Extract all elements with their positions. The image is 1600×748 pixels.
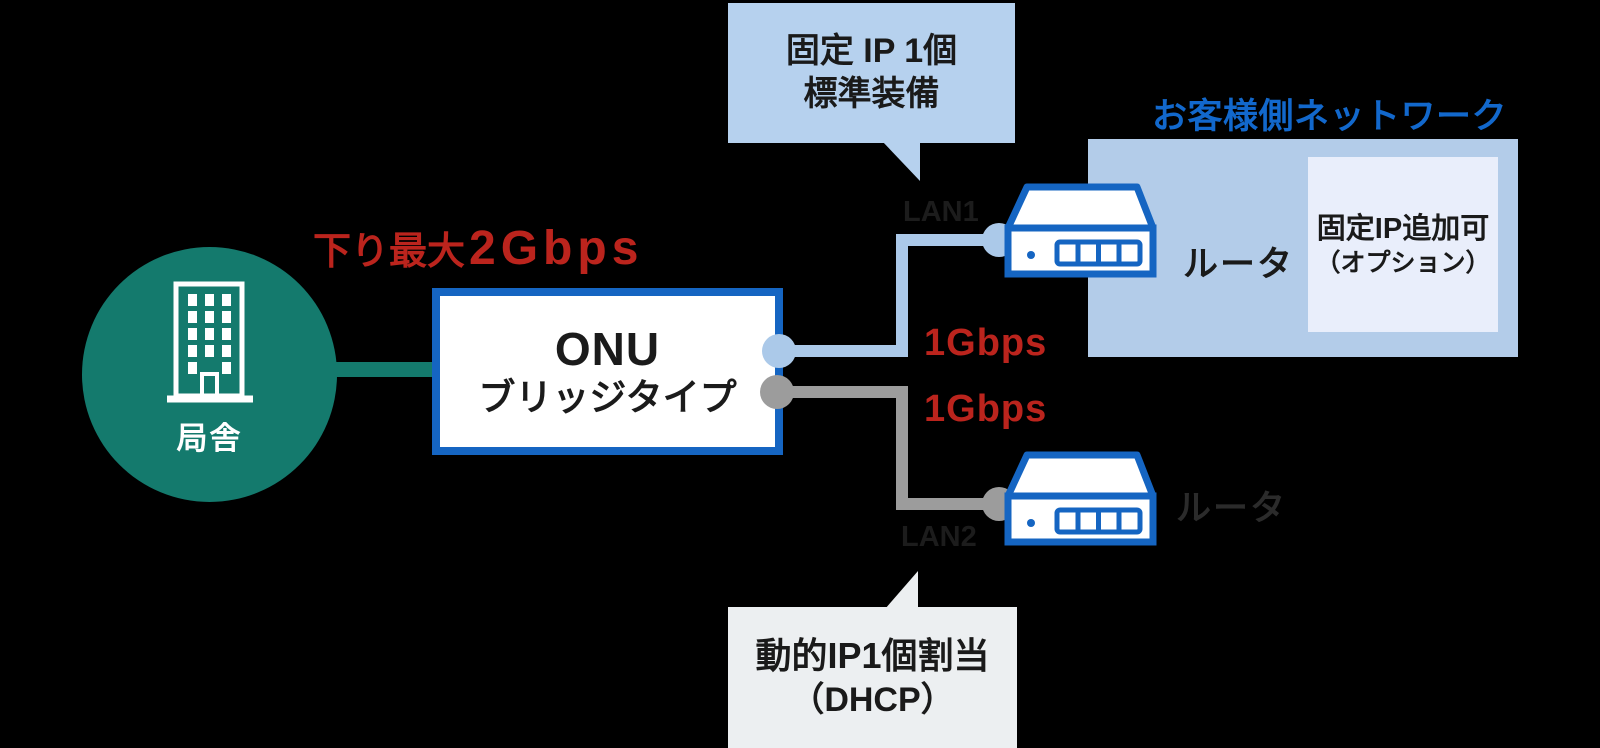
feed-line bbox=[330, 362, 436, 377]
central-office-label: 局舎 bbox=[176, 421, 243, 456]
fixed-ip-option-line2: （オプション） bbox=[1315, 248, 1491, 277]
downstream-speed-label: 下り最大 2Gbps bbox=[313, 220, 643, 276]
router-icon-top bbox=[1004, 183, 1157, 278]
fixed-ip-option-line1: 固定IP追加可 bbox=[1316, 212, 1490, 245]
port-label-lan2: LAN2 bbox=[901, 521, 977, 553]
onu-box: ONU ブリッジタイプ bbox=[432, 288, 783, 455]
callout-fixed-ip: 固定 IP 1個 標準装備 bbox=[728, 3, 1015, 143]
onu-subtitle: ブリッジタイプ bbox=[478, 376, 737, 418]
callout-fixed-ip-line1: 固定 IP 1個 bbox=[785, 32, 958, 70]
onu-title: ONU bbox=[554, 322, 661, 375]
onu-port1-circle bbox=[762, 334, 796, 368]
router-label: ルータ bbox=[1183, 245, 1295, 284]
bottom-router-label: ルータ bbox=[1176, 489, 1288, 528]
customer-network-title: お客様側ネットワーク bbox=[1152, 97, 1508, 136]
downstream-speed: 2Gbps bbox=[469, 222, 644, 275]
callout-fixed-ip-line2: 標準装備 bbox=[803, 75, 940, 113]
link-speed-bottom: 1Gbps bbox=[924, 388, 1048, 430]
downstream-prefix: 下り最大 bbox=[313, 231, 466, 273]
port-label-lan1: LAN1 bbox=[903, 196, 979, 228]
fixed-ip-option-box: 固定IP追加可 （オプション） bbox=[1308, 157, 1498, 332]
central-office-node: 局舎 bbox=[82, 247, 337, 502]
router-icon-bottom bbox=[1004, 451, 1157, 546]
callout-dhcp-line2: （DHCP） bbox=[790, 680, 955, 719]
callout-dhcp-line1: 動的IP1個割当 bbox=[755, 634, 990, 676]
link-speed-top: 1Gbps bbox=[924, 322, 1048, 364]
building-icon bbox=[166, 281, 253, 403]
onu-port2-circle bbox=[760, 375, 794, 409]
callout-dhcp: 動的IP1個割当 （DHCP） bbox=[728, 607, 1017, 748]
